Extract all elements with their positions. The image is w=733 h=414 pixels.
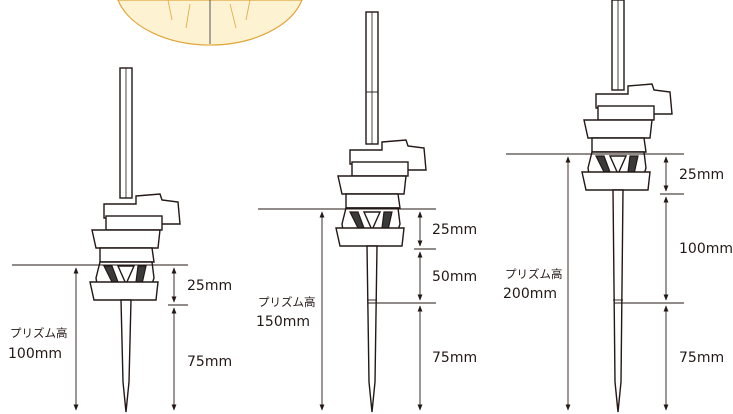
- segment-label: 100mm: [679, 241, 733, 257]
- prism-height-label: プリズム高: [258, 295, 316, 309]
- pole-assembly: [335, 11, 427, 413]
- prism-height-label: プリズム高: [505, 267, 563, 281]
- pole-assembly: [89, 67, 181, 413]
- config-100mm: プリズム高 100mm 25mm 75mm: [8, 67, 232, 413]
- prism-height-value: 150mm: [256, 314, 310, 330]
- prism-height-value: 100mm: [8, 346, 62, 362]
- prism-height-value: 200mm: [503, 286, 557, 302]
- config-200mm: プリズム高 200mm 25mm 100mm 75mm: [503, 0, 733, 413]
- segment-label: 75mm: [432, 350, 477, 366]
- segment-label: 25mm: [187, 278, 232, 294]
- sun-decoration-icon: [117, 0, 303, 46]
- config-150mm: プリズム高 150mm 25mm 50mm 75mm: [256, 11, 477, 413]
- segment-label: 25mm: [679, 167, 724, 183]
- segment-label: 75mm: [679, 350, 724, 366]
- segment-label: 75mm: [187, 354, 232, 370]
- segment-label: 50mm: [432, 269, 477, 285]
- segment-label: 25mm: [432, 222, 477, 238]
- prism-height-label: プリズム高: [10, 326, 68, 340]
- pole-assembly: [581, 0, 673, 413]
